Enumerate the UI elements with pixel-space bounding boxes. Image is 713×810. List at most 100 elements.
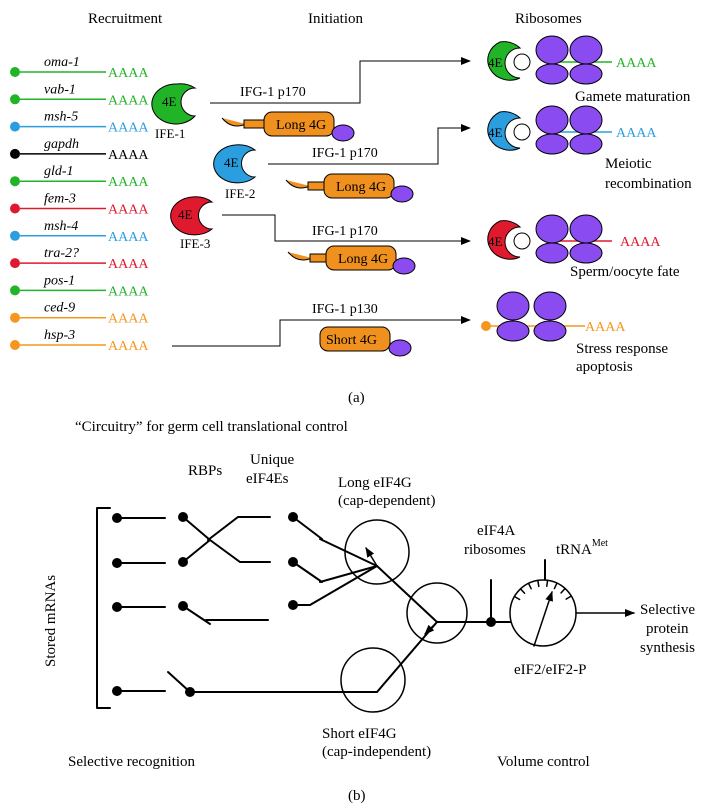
eif2-label: eIF2/eIF2-P [514, 662, 587, 678]
gene-polya-tail: AAAA [108, 121, 149, 136]
panel-b: “Circuitry” for germ cell translational … [43, 419, 695, 804]
ife-3-cap-label: 4E [178, 207, 193, 222]
outcome-stress: AAAA Stress response apoptosis [481, 291, 668, 375]
outcome-sperm: AAAA 4E Sperm/oocyte fate [487, 214, 680, 280]
gene-name: gld-1 [44, 164, 74, 179]
gene-polya-tail: AAAA [108, 257, 149, 272]
outcome-2-tail: AAAA [616, 126, 657, 141]
ife-2-label: IFE-2 [225, 186, 255, 201]
dial-ticks [513, 579, 573, 601]
circuit-node-dot [288, 600, 298, 610]
circuit-node-dot [112, 558, 122, 568]
outcome-1-cap: 4E [488, 55, 503, 70]
gene-name: pos-1 [43, 273, 75, 288]
gene-name: gapdh [44, 137, 79, 152]
trna-label: tRNAMet [556, 538, 608, 558]
ribosomes-label: ribosomes [464, 542, 526, 558]
gene-cap-dot [10, 176, 20, 187]
gene-cap-dot [10, 67, 20, 77]
gene-name: fem-3 [44, 192, 76, 207]
outcome-4-tail: AAAA [585, 320, 626, 335]
dial-tick [527, 582, 532, 590]
outcome-2-cap: 4E [488, 125, 503, 140]
volume-control-label: Volume control [497, 754, 590, 770]
gene-polya-tail: AAAA [108, 148, 149, 163]
ife-1-label: IFE-1 [155, 126, 185, 141]
circuit-node-dot [288, 557, 298, 567]
ife-1-cap-label: 4E [162, 94, 177, 109]
gene-cap-dot [10, 230, 20, 241]
selective-recognition-label: Selective recognition [68, 754, 196, 770]
outcome-4-label: Stress response [576, 341, 668, 357]
route-short [172, 316, 471, 347]
gene-cap-dot [10, 121, 20, 132]
trna-sup: Met [592, 538, 608, 549]
long-4g-1-label: Long 4G [276, 118, 326, 133]
dial-tick [519, 588, 526, 595]
header-recruitment: Recruitment [88, 11, 163, 27]
ifg-label-2: IFG-1 p170 [312, 146, 378, 161]
short-eif4g-sub: (cap-independent) [322, 744, 431, 760]
gene-name: oma-1 [44, 55, 80, 70]
ife-2-cap-label: 4E [224, 155, 239, 170]
gene-cap-dot [10, 148, 20, 159]
header-initiation: Initiation [308, 11, 363, 27]
gene-name: msh-5 [44, 110, 78, 125]
dial-tick [537, 579, 540, 588]
eif4a-label: eIF4A [477, 523, 515, 539]
mid-needle [424, 621, 438, 635]
gene-polya-tail: AAAA [108, 66, 149, 81]
circuit-node-dot [112, 602, 122, 612]
long-eif4g-circle [344, 519, 410, 585]
selective-label-1: Selective [640, 602, 695, 618]
dial-tick [546, 579, 549, 588]
ife-3-cap: 4E IFE-3 [170, 196, 214, 251]
circuit-node-dot [112, 686, 122, 696]
header-ribosomes: Ribosomes [515, 11, 582, 27]
gene-name: ced-9 [44, 301, 75, 316]
dial-tick [560, 587, 566, 594]
route-ife3 [222, 214, 471, 245]
circuit-dots [112, 512, 496, 697]
gene-polya-tail: AAAA [108, 339, 149, 354]
trna-base: tRNA [556, 542, 592, 558]
ifg-label-3: IFG-1 p170 [312, 224, 378, 239]
long-4g-1: Long 4G [221, 111, 355, 142]
outcome-2-label: Meiotic [605, 156, 652, 172]
gene-cap-dot [10, 203, 20, 214]
outcome-gamete: AAAA 4E Gamete maturation [487, 35, 691, 105]
ife-2-cap: 4E IFE-2 [213, 144, 257, 201]
circuit-title: “Circuitry” for germ cell translational … [75, 419, 348, 435]
circuit-node-dot [178, 601, 188, 611]
circuit-node-dot [112, 513, 122, 523]
dial-tick [553, 582, 558, 590]
gene-row: tra-2?AAAA [10, 246, 149, 272]
gene-name: vab-1 [44, 82, 76, 97]
volume-dial [509, 579, 577, 647]
gene-polya-tail: AAAA [108, 203, 149, 218]
outcome-3-cap: 4E [488, 234, 503, 249]
long-eif4g-label: Long eIF4G [338, 475, 412, 491]
short-eif4g-label: Short eIF4G [322, 726, 397, 742]
outcome-4-label2: apoptosis [576, 359, 633, 375]
gene-cap-dot [10, 258, 20, 269]
gene-cap-dot [10, 285, 20, 296]
ife-3-label: IFE-3 [180, 236, 210, 251]
gene-name: hsp-3 [44, 328, 75, 343]
dial-needle [533, 591, 553, 647]
gene-polya-tail: AAAA [108, 284, 149, 299]
circuit-node-dot [178, 557, 188, 567]
rbps-label: RBPs [188, 463, 222, 479]
stored-bracket [96, 507, 111, 709]
long-eif4g-needle [365, 547, 378, 567]
long-4g-2-label: Long 4G [336, 180, 386, 195]
